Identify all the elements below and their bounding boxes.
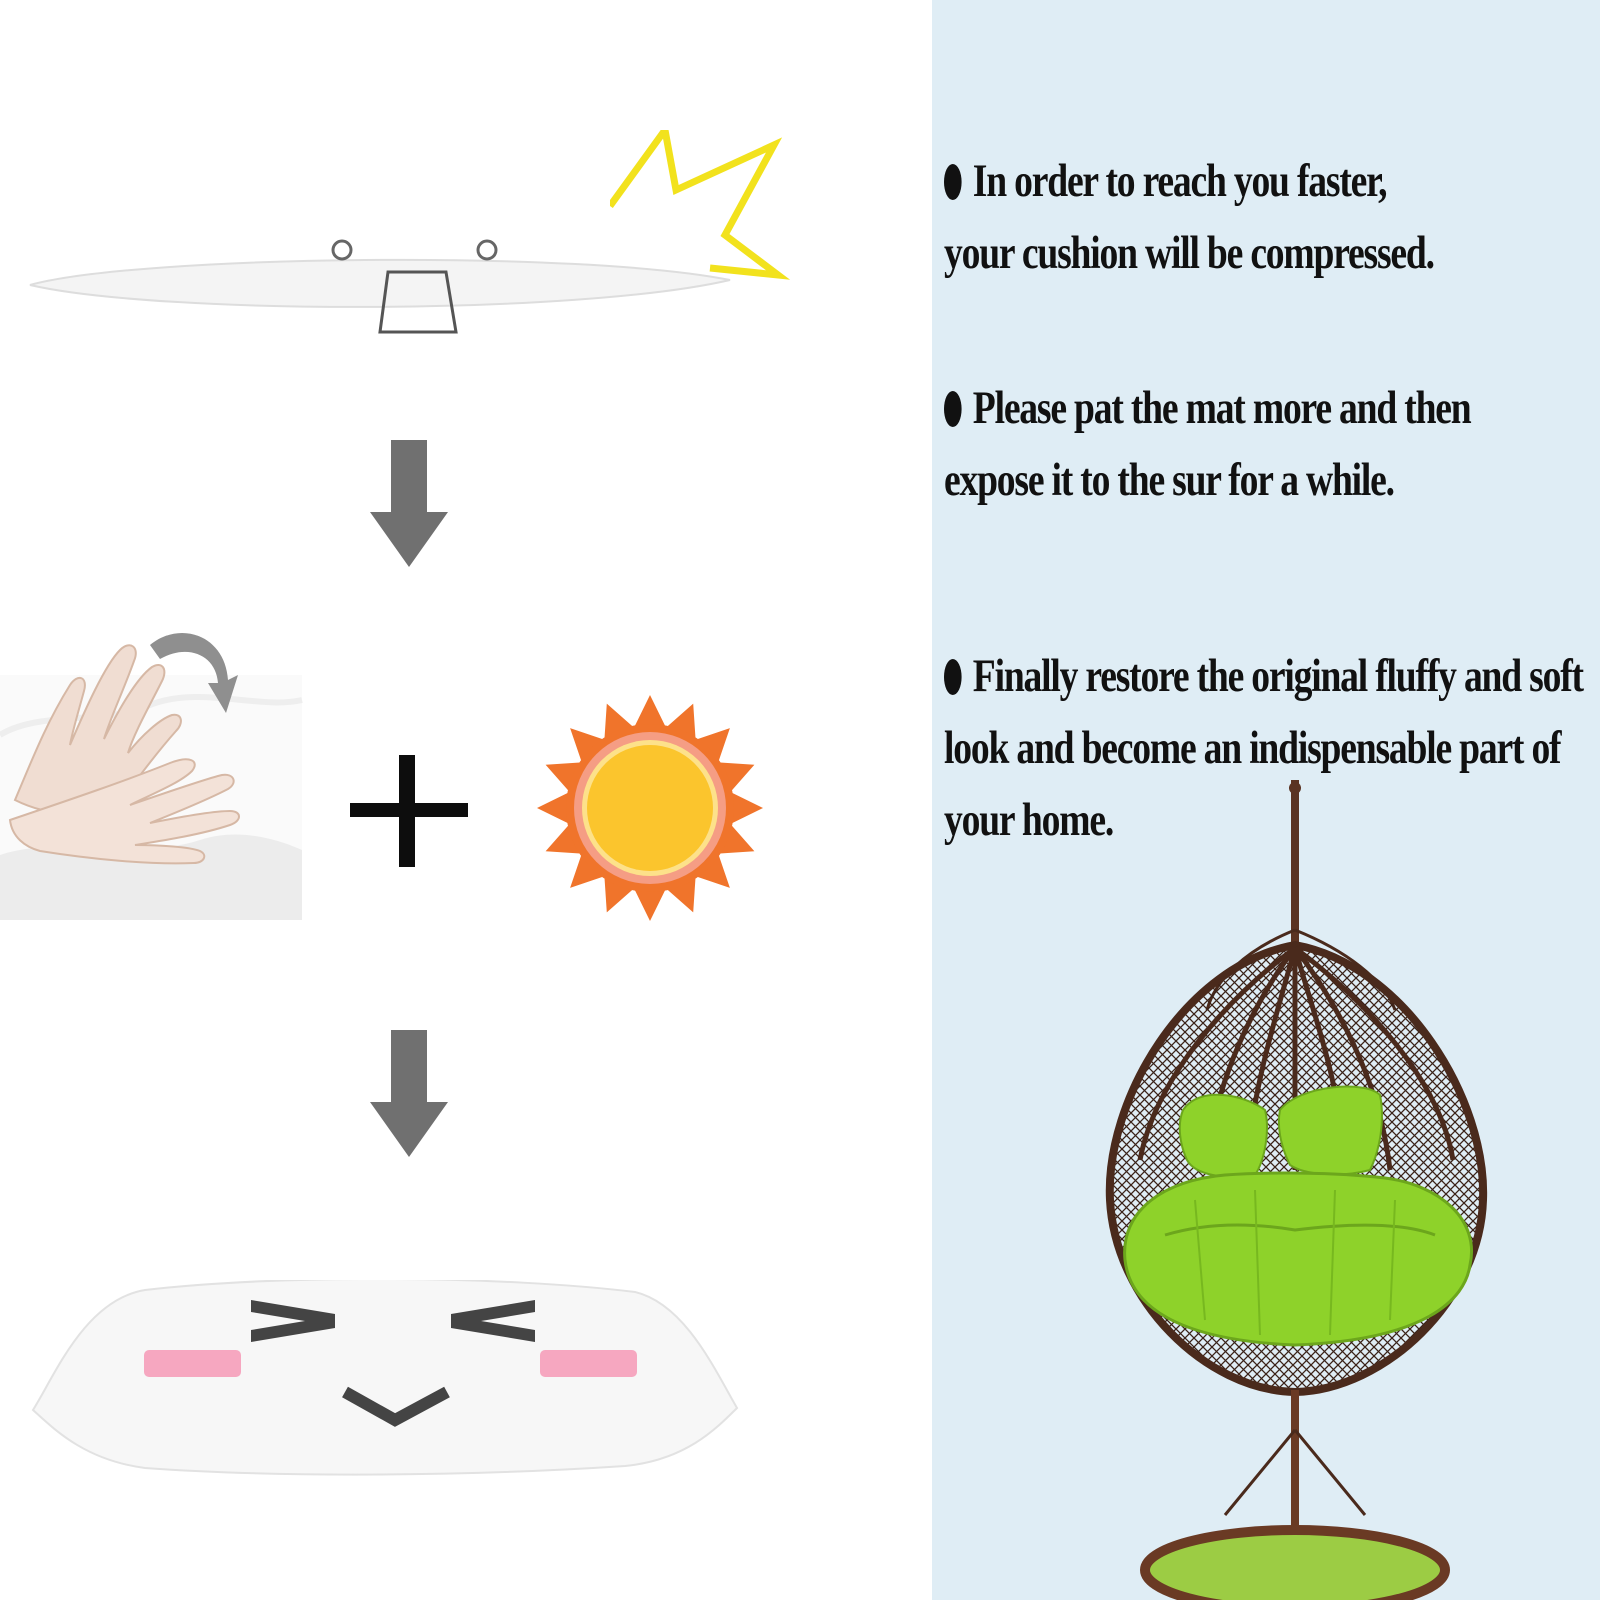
instruction-2-line-2: expose it to the sur for a while.: [944, 454, 1395, 506]
down-arrow-icon: [370, 440, 448, 567]
instruction-3-line-3: your home.: [944, 794, 1114, 846]
instruction-2: Please pat the mat more and then expose …: [944, 372, 1472, 516]
bullet-icon: [944, 659, 962, 695]
hand-pat-icon: [0, 632, 303, 920]
instruction-2-line-1: Please pat the mat more and then: [944, 372, 1472, 444]
hanging-egg-chair-image: [1105, 780, 1488, 1600]
instruction-1: In order to reach you faster, your cushi…: [944, 145, 1464, 289]
lightning-icon: [610, 130, 791, 280]
instruction-1-line-1: In order to reach you faster,: [944, 145, 1464, 217]
bullet-icon: [944, 164, 962, 200]
instruction-3-line-1: Finally restore the original fluffy and …: [944, 640, 1584, 712]
flat-pillow-icon: [29, 239, 731, 334]
instruction-1-line-2: your cushion will be compressed.: [944, 227, 1435, 279]
plus-icon: [350, 755, 468, 867]
instruction-3: Finally restore the original fluffy and …: [944, 640, 1584, 856]
down-arrow-icon: [370, 1030, 448, 1157]
sun-icon: [537, 695, 763, 921]
happy-pillow-icon: [31, 1280, 739, 1476]
instruction-3-line-2: look and become an indispensable part of: [944, 722, 1562, 774]
bullet-icon: [944, 391, 962, 427]
